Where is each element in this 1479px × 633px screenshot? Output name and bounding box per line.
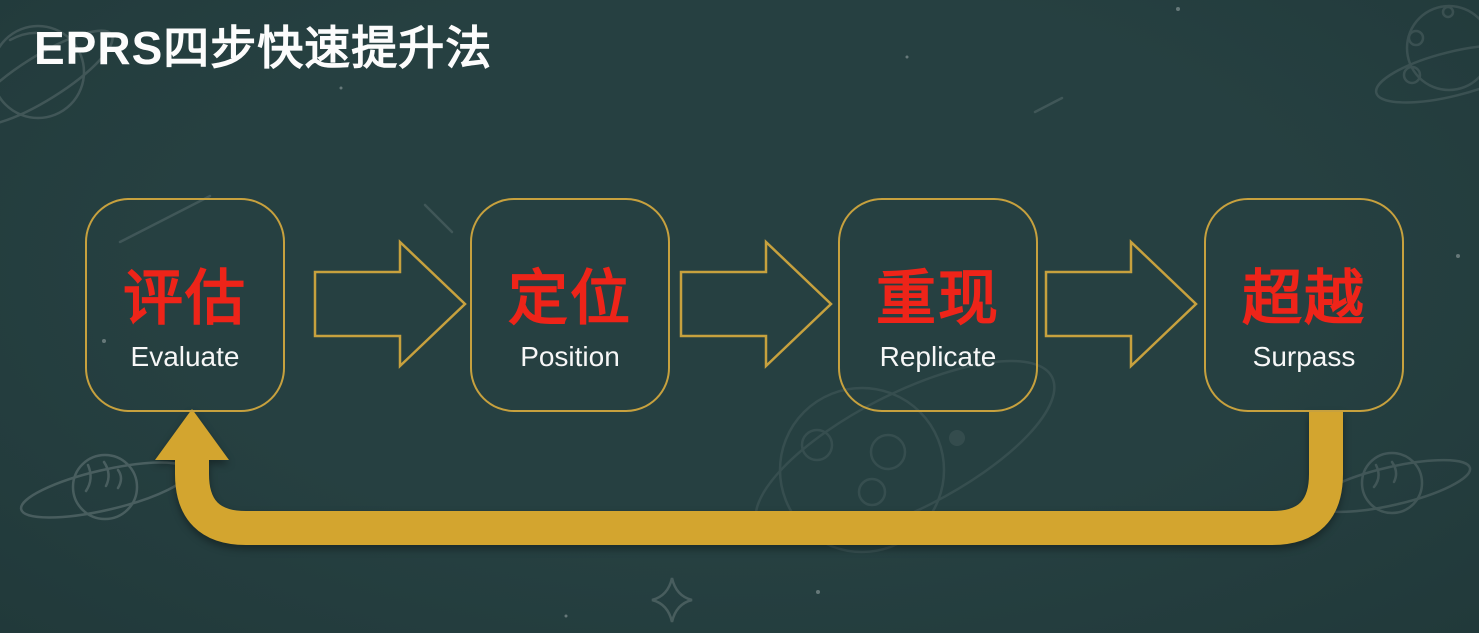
step-label-en: Evaluate — [130, 341, 240, 372]
step-label-en: Surpass — [1252, 341, 1356, 372]
feedback-loop-arrow — [155, 409, 1343, 545]
feedback-loop-arrowhead — [155, 409, 229, 460]
planet-doodle-bottom-right — [1312, 451, 1472, 515]
planet-doodle-bottom-left — [19, 453, 191, 521]
step-box-evaluate: 评估 Evaluate — [85, 198, 285, 412]
flow-arrow-1 — [313, 239, 467, 369]
slide-title: EPRS四步快速提升法 — [34, 22, 493, 74]
step-label-en: Position — [520, 341, 620, 372]
flow-arrow-2 — [679, 239, 833, 369]
planet-doodle-top-right — [1374, 4, 1479, 104]
step-label-en: Replicate — [879, 341, 997, 372]
step-label-zh: 重现 — [876, 265, 1000, 332]
sparkle-doodle — [651, 577, 693, 623]
step-label-zh: 定位 — [508, 265, 632, 332]
step-box-replicate: 重现 Replicate — [838, 198, 1038, 412]
flow-arrow-3 — [1044, 239, 1198, 369]
step-box-surpass: 超越 Surpass — [1204, 198, 1404, 412]
step-box-position: 定位 Position — [470, 198, 670, 412]
step-label-zh: 评估 — [123, 265, 247, 332]
step-label-zh: 超越 — [1242, 265, 1366, 332]
